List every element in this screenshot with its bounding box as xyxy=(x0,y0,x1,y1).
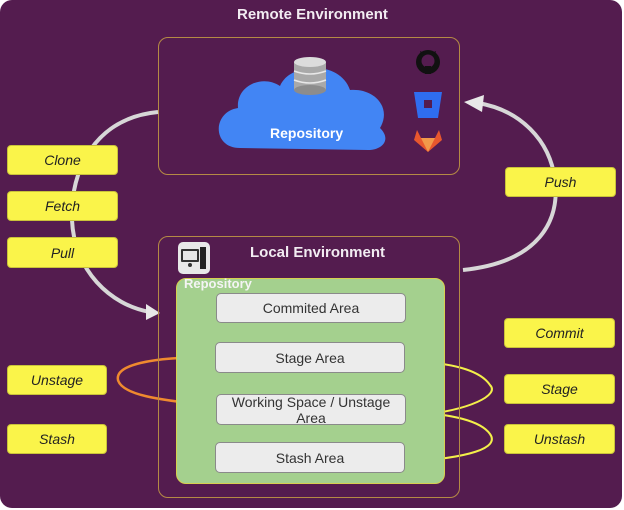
unstash-label: Unstash xyxy=(504,424,615,454)
commit-label: Commit xyxy=(504,318,615,348)
push-label: Push xyxy=(505,167,616,197)
clone-label: Clone xyxy=(7,145,118,175)
remote-environment-box xyxy=(158,37,460,175)
stash-area: Stash Area xyxy=(215,442,405,473)
remote-environment-title: Remote Environment xyxy=(237,6,388,23)
local-environment-title: Local Environment xyxy=(250,244,386,261)
local-environment-box xyxy=(158,236,460,498)
stage-label: Stage xyxy=(504,374,615,404)
bitbucket-icon xyxy=(414,92,442,118)
commited-area: Commited Area xyxy=(216,293,406,323)
arrow-stage-to-working xyxy=(116,355,215,412)
pull-label: Pull xyxy=(7,237,118,268)
local-repository-label: Repository xyxy=(184,276,252,291)
working-space-area: Working Space / Unstage Area xyxy=(216,394,406,426)
fetch-label: Fetch xyxy=(7,191,118,221)
gitlab-icon xyxy=(414,130,442,152)
unstage-label: Unstage xyxy=(7,365,107,395)
database-icon xyxy=(293,57,327,95)
computer-icon xyxy=(178,242,210,274)
remote-repository-label: Repository xyxy=(270,125,344,141)
stage-area: Stage Area xyxy=(215,342,405,373)
cloud-icon xyxy=(218,67,386,150)
stash-label: Stash xyxy=(7,424,107,454)
github-icon xyxy=(416,50,440,74)
